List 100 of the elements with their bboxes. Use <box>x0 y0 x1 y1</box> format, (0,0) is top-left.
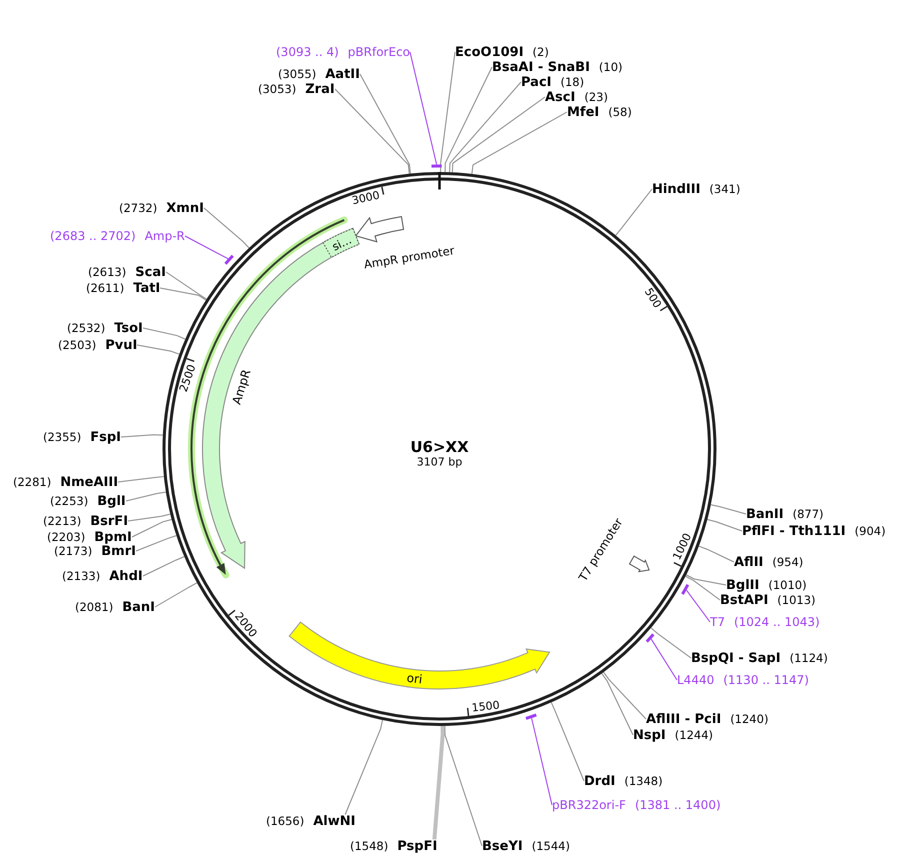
enzyme-name: BglI <box>97 494 126 508</box>
cut-site-position: (1656) <box>266 814 304 828</box>
enzyme-name: BglII <box>726 578 760 592</box>
plasmid-size: 3107 bp <box>416 456 462 468</box>
enzyme-name: AatII <box>325 68 360 80</box>
scale-label: 3000 <box>350 188 381 208</box>
leader-line <box>132 519 172 538</box>
cut-site-position: (1013) <box>777 594 816 606</box>
leader-line <box>452 96 546 173</box>
cut-site-position: (2081) <box>75 600 114 614</box>
cut-site-position: (341) <box>709 182 740 196</box>
enzyme-name: ZraI <box>305 82 335 96</box>
enzyme-name: TsoI <box>114 322 143 334</box>
cut-site-position: (2732) <box>119 202 158 214</box>
enzyme-name: BpmI <box>94 530 132 544</box>
cut-site-position: (2253) <box>50 494 88 508</box>
leader-line <box>410 52 438 165</box>
leader-line <box>550 702 584 782</box>
primer-binding-mark <box>646 633 654 643</box>
enzyme-name: FspI <box>90 430 122 444</box>
cut-site-position: (2355) <box>43 430 82 444</box>
cut-site-position: (23) <box>584 90 608 104</box>
enzyme-name: PvuI <box>105 338 138 352</box>
cut-site-position: (2532) <box>67 322 106 334</box>
feature-label: si… <box>330 233 354 254</box>
enzyme-name: AhdI <box>109 570 143 582</box>
leader-line <box>471 112 568 174</box>
primer-binding-mark <box>224 254 234 265</box>
leader-line <box>706 518 742 532</box>
enzyme-name: TatI <box>133 282 160 294</box>
cut-site-position: (1010) <box>768 578 807 592</box>
leader-line <box>685 576 720 600</box>
enzyme-name: PspFI <box>397 840 438 852</box>
leader-line <box>531 718 552 806</box>
leader-line <box>154 582 198 608</box>
leader-line <box>432 726 445 840</box>
cut-site-position: (1548) <box>350 840 388 852</box>
primer-range: (3093 .. 4) <box>276 46 339 58</box>
cut-site-position: (1240) <box>730 712 768 726</box>
primer-range: (1024 .. 1043) <box>734 616 820 628</box>
leader-line <box>650 627 692 658</box>
enzyme-name: NspI <box>633 728 666 742</box>
cut-site-position: (2503) <box>58 338 96 352</box>
cut-site-position: (3053) <box>258 82 296 96</box>
enzyme-name: AflIII - PciI <box>646 712 722 726</box>
enzyme-name: BanII <box>746 508 784 520</box>
enzyme-name: DrdI <box>584 774 616 788</box>
cut-site-position: (2133) <box>62 570 100 582</box>
cut-site-position: (18) <box>560 76 584 88</box>
primer-range: (1130 .. 1147) <box>723 674 809 686</box>
cut-site-position: (58) <box>608 106 632 118</box>
cut-site-position: (2281) <box>13 476 52 488</box>
enzyme-name: MfeI <box>567 106 600 118</box>
cut-site-position: (1124) <box>790 652 828 664</box>
enzyme-name: AscI <box>545 90 576 104</box>
cut-site-position: (877) <box>792 508 824 520</box>
enzyme-name: BseYI <box>482 840 523 852</box>
primer-name: Amp-R <box>144 230 185 242</box>
leader-line <box>449 82 522 173</box>
leader-line <box>698 546 734 562</box>
plasmid-name: U6>XX <box>410 438 469 456</box>
scale-label: 2500 <box>176 362 198 394</box>
leader-line <box>166 272 208 300</box>
enzyme-name: PflFI - Tth111I <box>742 524 846 538</box>
enzyme-name: AflII <box>734 556 764 568</box>
leader-line <box>204 208 250 248</box>
feature-label: AmpR <box>229 368 254 406</box>
feature-label: AmpR promoter <box>362 243 456 272</box>
enzyme-name: AlwNI <box>313 814 356 828</box>
primer-name: L4440 <box>677 674 714 686</box>
leader-line <box>160 288 206 301</box>
cut-site-position: (2613) <box>88 266 126 278</box>
leader-line <box>444 66 492 173</box>
leader-line <box>686 590 710 622</box>
leader-line <box>603 672 646 720</box>
primer-binding-mark <box>681 584 690 595</box>
enzyme-name: BspQI - SapI <box>691 652 781 664</box>
leader-line <box>126 492 166 502</box>
enzyme-name: BstAPI <box>720 594 768 606</box>
cut-site-position: (954) <box>772 556 804 568</box>
primer-name: pBR322ori-F <box>552 798 626 812</box>
leader-line <box>710 504 746 514</box>
leader-line <box>120 434 164 438</box>
enzyme-name: NmeAIII <box>60 476 118 488</box>
primer-binding-mark <box>526 714 537 720</box>
leader-line <box>360 74 411 174</box>
leader-line <box>142 328 186 340</box>
cut-site-position: (2173) <box>54 544 92 558</box>
leader-line <box>136 344 180 355</box>
leader-line <box>650 638 678 680</box>
enzyme-name: XmnI <box>166 202 204 214</box>
primer-binding-mark <box>431 164 442 168</box>
enzyme-name: BmrI <box>101 544 136 558</box>
enzyme-name: EcoO109I <box>455 46 524 58</box>
cut-site-position: (2213) <box>43 514 82 528</box>
scale-label: 1500 <box>471 698 500 714</box>
enzyme-name: HindIII <box>652 182 700 196</box>
feature-label: ori <box>406 670 424 686</box>
leader-line <box>142 556 185 576</box>
cut-site-position: (1544) <box>532 840 570 852</box>
